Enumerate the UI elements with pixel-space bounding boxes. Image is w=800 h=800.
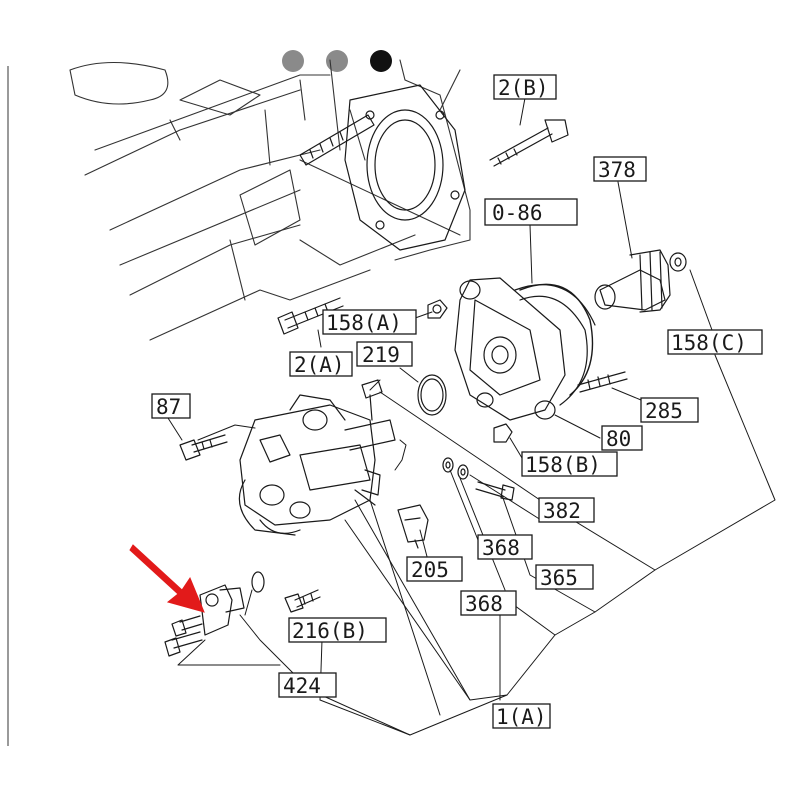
label-205: 205 (411, 558, 449, 582)
engine-block (69, 59, 471, 341)
callout-80: 80 (601, 425, 643, 451)
callout-219: 219 (356, 341, 413, 367)
fitting-382 (361, 379, 383, 421)
callout-205: 205 (406, 556, 463, 582)
label-219: 219 (362, 343, 400, 367)
carousel-dot-2[interactable] (326, 50, 348, 72)
label-2a: 2(A) (294, 353, 345, 377)
callout-158c: 158(C) (667, 329, 763, 355)
image-carousel-dots (282, 50, 402, 74)
left-border (7, 66, 9, 746)
callout-87: 87 (151, 393, 191, 419)
injection-pump (238, 394, 396, 536)
bolt-87 (179, 434, 228, 461)
label-158c: 158(C) (671, 331, 747, 355)
callout-2b: 2(B) (493, 74, 557, 100)
mounting-gasket (344, 84, 466, 251)
solenoid-valve (164, 584, 245, 657)
label-80: 80 (606, 427, 631, 451)
stud-285 (577, 371, 628, 393)
bolt-216b (284, 589, 321, 613)
pump-flange (454, 277, 596, 421)
label-285: 285 (645, 399, 683, 423)
bolt-2a (277, 297, 344, 335)
callout-382: 382 (538, 497, 595, 523)
bolt-2b (489, 119, 569, 167)
label-378: 378 (598, 158, 636, 182)
label-368a: 368 (482, 536, 520, 560)
callout-2a: 2(A) (289, 351, 353, 377)
callout-365: 365 (535, 564, 594, 590)
callout-086: 0-86 (484, 198, 578, 226)
label-158a: 158(A) (326, 311, 402, 335)
carousel-dot-3[interactable] (370, 50, 392, 72)
label-382: 382 (543, 499, 581, 523)
label-1a: 1(A) (496, 705, 547, 729)
callout-158b: 158(B) (521, 451, 618, 477)
label-158b: 158(B) (525, 453, 601, 477)
callout-158a: 158(A) (322, 309, 417, 335)
callout-285: 285 (640, 397, 699, 423)
washer-368-b (457, 464, 469, 480)
label-216b: 216(B) (292, 619, 368, 643)
callout-368a: 368 (477, 534, 533, 560)
red-pointer-arrow (129, 544, 205, 613)
callout-424: 424 (278, 672, 337, 698)
callout-1a: 1(A) (492, 703, 551, 729)
label-365: 365 (540, 566, 578, 590)
label-2b: 2(B) (498, 76, 549, 100)
o-ring-086 (519, 283, 594, 396)
nut-158a (427, 299, 448, 319)
callout-216b: 216(B) (288, 617, 387, 643)
nut-158c (669, 252, 687, 272)
label-086: 0-86 (492, 201, 543, 225)
label-368b: 368 (465, 592, 503, 616)
callout-378: 378 (593, 156, 647, 182)
nut-158b (493, 423, 513, 443)
callout-368b: 368 (460, 590, 517, 616)
label-424: 424 (283, 674, 321, 698)
carousel-dot-1[interactable] (282, 50, 304, 72)
sensor-205 (397, 504, 429, 549)
callout-labels: 2(B) 378 0-86 158(A) 219 2(A) 158(C) 87 … (151, 74, 763, 729)
washer-368-a (442, 457, 454, 473)
stud-bolt (299, 114, 375, 166)
label-87: 87 (156, 395, 181, 419)
o-ring-424 (251, 571, 265, 593)
o-ring-219 (417, 374, 447, 416)
drive-gear (594, 249, 671, 313)
